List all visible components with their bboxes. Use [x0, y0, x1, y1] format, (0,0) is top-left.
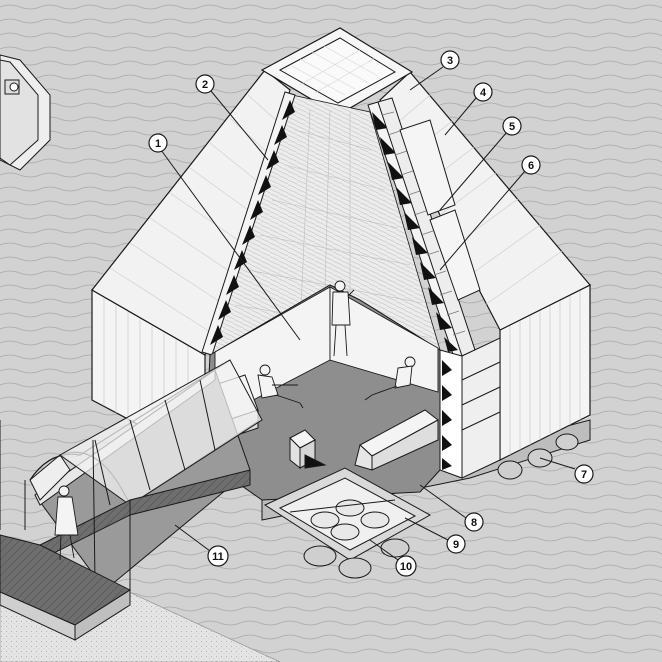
bench-right — [354, 409, 439, 471]
callout-label-4: 4 — [480, 87, 487, 99]
structural-frame — [377, 97, 501, 479]
person-seated-right — [364, 356, 416, 401]
callout-marker-1: 1 — [148, 133, 168, 153]
neighbouring-module — [0, 54, 51, 171]
callout-marker-6: 6 — [521, 155, 541, 175]
callout-label-3: 3 — [447, 55, 453, 67]
person-walking — [54, 485, 79, 561]
callout-label-7: 7 — [581, 469, 587, 481]
wheel-3 — [555, 433, 579, 451]
callout-label-1: 1 — [155, 138, 161, 150]
callout-label-8: 8 — [471, 517, 477, 529]
floor-block-1 — [289, 429, 327, 470]
wheel-1 — [497, 460, 523, 480]
person-seated-left — [257, 364, 304, 409]
callout-marker-3: 3 — [440, 50, 460, 70]
person-standing — [331, 280, 355, 357]
callout-marker-7: 7 — [574, 464, 594, 484]
callout-label-5: 5 — [509, 121, 515, 133]
roof-slope-left — [91, 69, 291, 356]
callout-label-10: 10 — [400, 561, 412, 573]
skylight — [260, 27, 414, 116]
leader-lines — [160, 66, 576, 561]
callout-marker-11: 11 — [207, 545, 229, 567]
callout-marker-4: 4 — [473, 82, 493, 102]
callout-label-2: 2 — [202, 79, 208, 91]
callout-marker-2: 2 — [195, 74, 215, 94]
callout-label-11: 11 — [212, 551, 224, 563]
callout-marker-10: 10 — [395, 555, 417, 577]
entrance-tunnel — [29, 359, 263, 600]
callout-label-9: 9 — [453, 539, 459, 551]
chassis-tray — [263, 467, 432, 579]
entrance-ramp — [0, 420, 132, 641]
callout-label-6: 6 — [528, 160, 534, 172]
callout-marker-5: 5 — [502, 116, 522, 136]
callout-marker-8: 8 — [464, 512, 484, 532]
callout-marker-9: 9 — [446, 534, 466, 554]
